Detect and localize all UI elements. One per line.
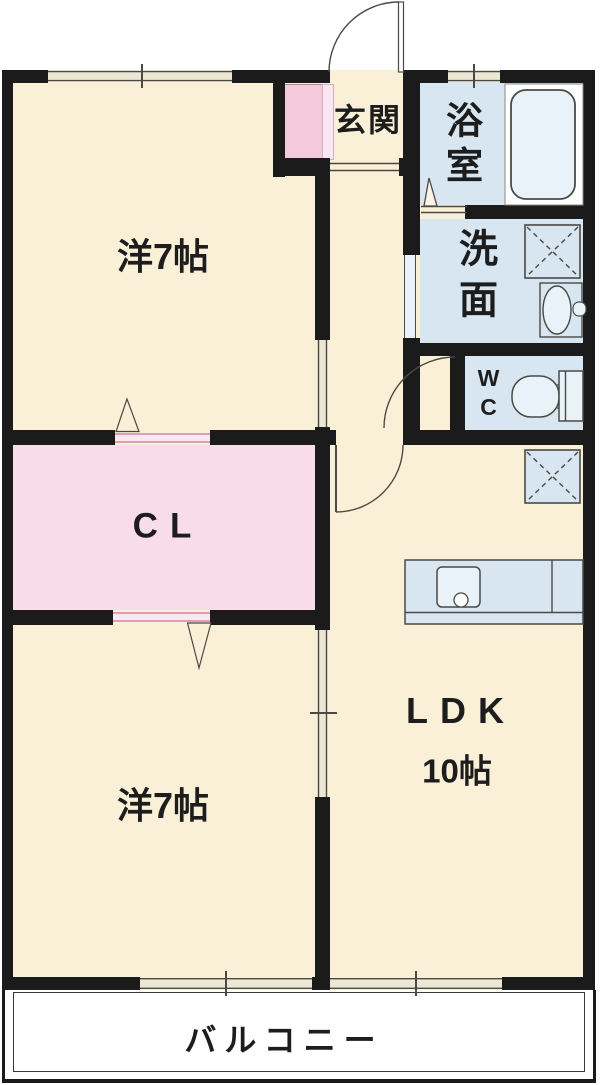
wall-hall-left-1 — [315, 158, 330, 340]
label-closet: CL — [132, 506, 204, 546]
wall-ldk-door-nub — [315, 430, 336, 445]
wall-ldk-top — [403, 430, 595, 445]
wall-closet-top-2 — [210, 430, 315, 445]
wall-genkan-step-cap — [399, 158, 411, 176]
wall-hall-left-2 — [315, 427, 330, 630]
wall-closet-bottom-1 — [13, 610, 113, 625]
label-wc: WC — [475, 365, 502, 423]
label-ldk: LDK — [406, 690, 516, 731]
label-west-lower: 洋7帖 — [116, 785, 210, 826]
wall-hall-right-1 — [403, 82, 420, 255]
wall-hall-left-3 — [315, 797, 330, 977]
wall-closet-top-1 — [13, 430, 115, 445]
wall-top-3 — [403, 70, 448, 83]
label-genkan: 玄関 — [333, 102, 403, 138]
balcony — [2, 990, 596, 1083]
wall-entry-left — [273, 70, 285, 177]
balcony-rail-line — [13, 992, 585, 1072]
wall-wash-wc-divider — [403, 343, 595, 356]
room-washroom — [420, 219, 583, 343]
wall-bottom-3 — [502, 977, 595, 990]
wall-bottom-2 — [312, 977, 330, 990]
shoe-cabinet — [284, 84, 324, 160]
washroom-sliding-door — [404, 255, 416, 338]
entrance-door — [328, 1, 405, 73]
wall-bottom-1 — [2, 977, 140, 990]
label-ldk-size: 10帖 — [422, 752, 492, 790]
shoe-cabinet-shelf — [322, 84, 334, 160]
wall-closet-bottom-2 — [210, 610, 315, 625]
wall-left — [2, 70, 13, 990]
room-closet — [13, 445, 315, 610]
wall-top-4 — [500, 70, 595, 83]
label-west-upper: 洋7帖 — [116, 236, 210, 277]
wall-bath-wash-divider — [465, 205, 595, 219]
wall-top-1 — [2, 70, 48, 83]
wall-right — [583, 70, 595, 990]
label-bathroom: 浴室 — [440, 101, 482, 191]
label-balcony: バルコニー — [184, 1022, 384, 1058]
wall-wc-left — [450, 356, 465, 430]
label-washroom: 洗面 — [453, 228, 497, 330]
